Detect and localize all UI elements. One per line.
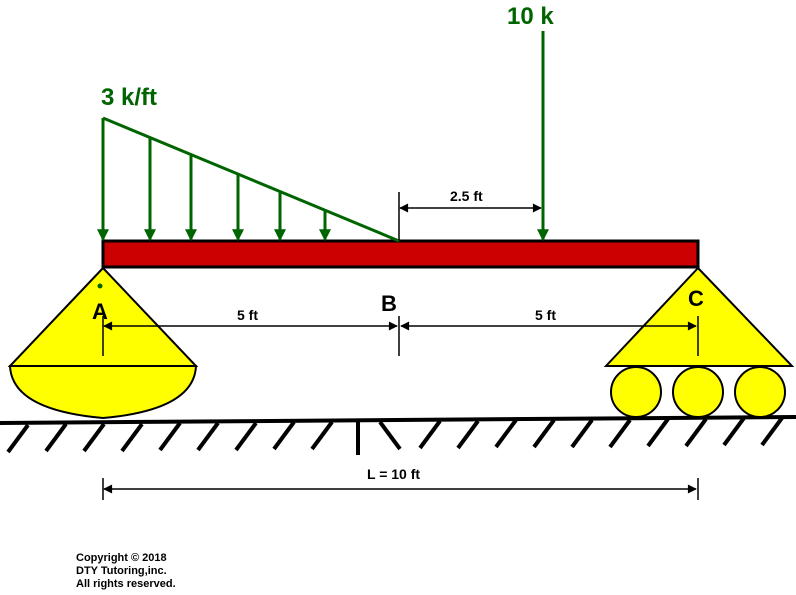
ground <box>0 415 796 455</box>
dim-b-load-label: 2.5 ft <box>450 188 483 204</box>
beam <box>101 239 700 269</box>
dim-ab-label: 5 ft <box>237 307 258 323</box>
distributed-load <box>97 116 400 243</box>
point-load-label: 10 k <box>507 3 554 30</box>
pin-dot <box>97 283 103 289</box>
roller-support-c <box>603 266 795 418</box>
dim-bc-label: 5 ft <box>535 307 556 323</box>
dimension-lines <box>102 192 699 500</box>
distributed-load-label: 3 k/ft <box>101 84 157 111</box>
roller-wheel <box>610 366 662 418</box>
copyright-line: Copyright © 2018 <box>76 552 167 564</box>
point-b-label: B <box>381 291 397 316</box>
point-a-label: A <box>92 299 108 324</box>
copyright-line: All rights reserved. <box>76 578 176 590</box>
point-c-label: C <box>688 286 704 311</box>
roller-wheel <box>672 366 724 418</box>
copyright-line: DTY Tutoring,inc. <box>76 565 167 577</box>
dim-total-label: L = 10 ft <box>367 466 420 482</box>
roller-wheel <box>734 366 786 418</box>
copyright-notice: Copyright © 2018 DTY Tutoring,inc. All r… <box>76 552 176 591</box>
